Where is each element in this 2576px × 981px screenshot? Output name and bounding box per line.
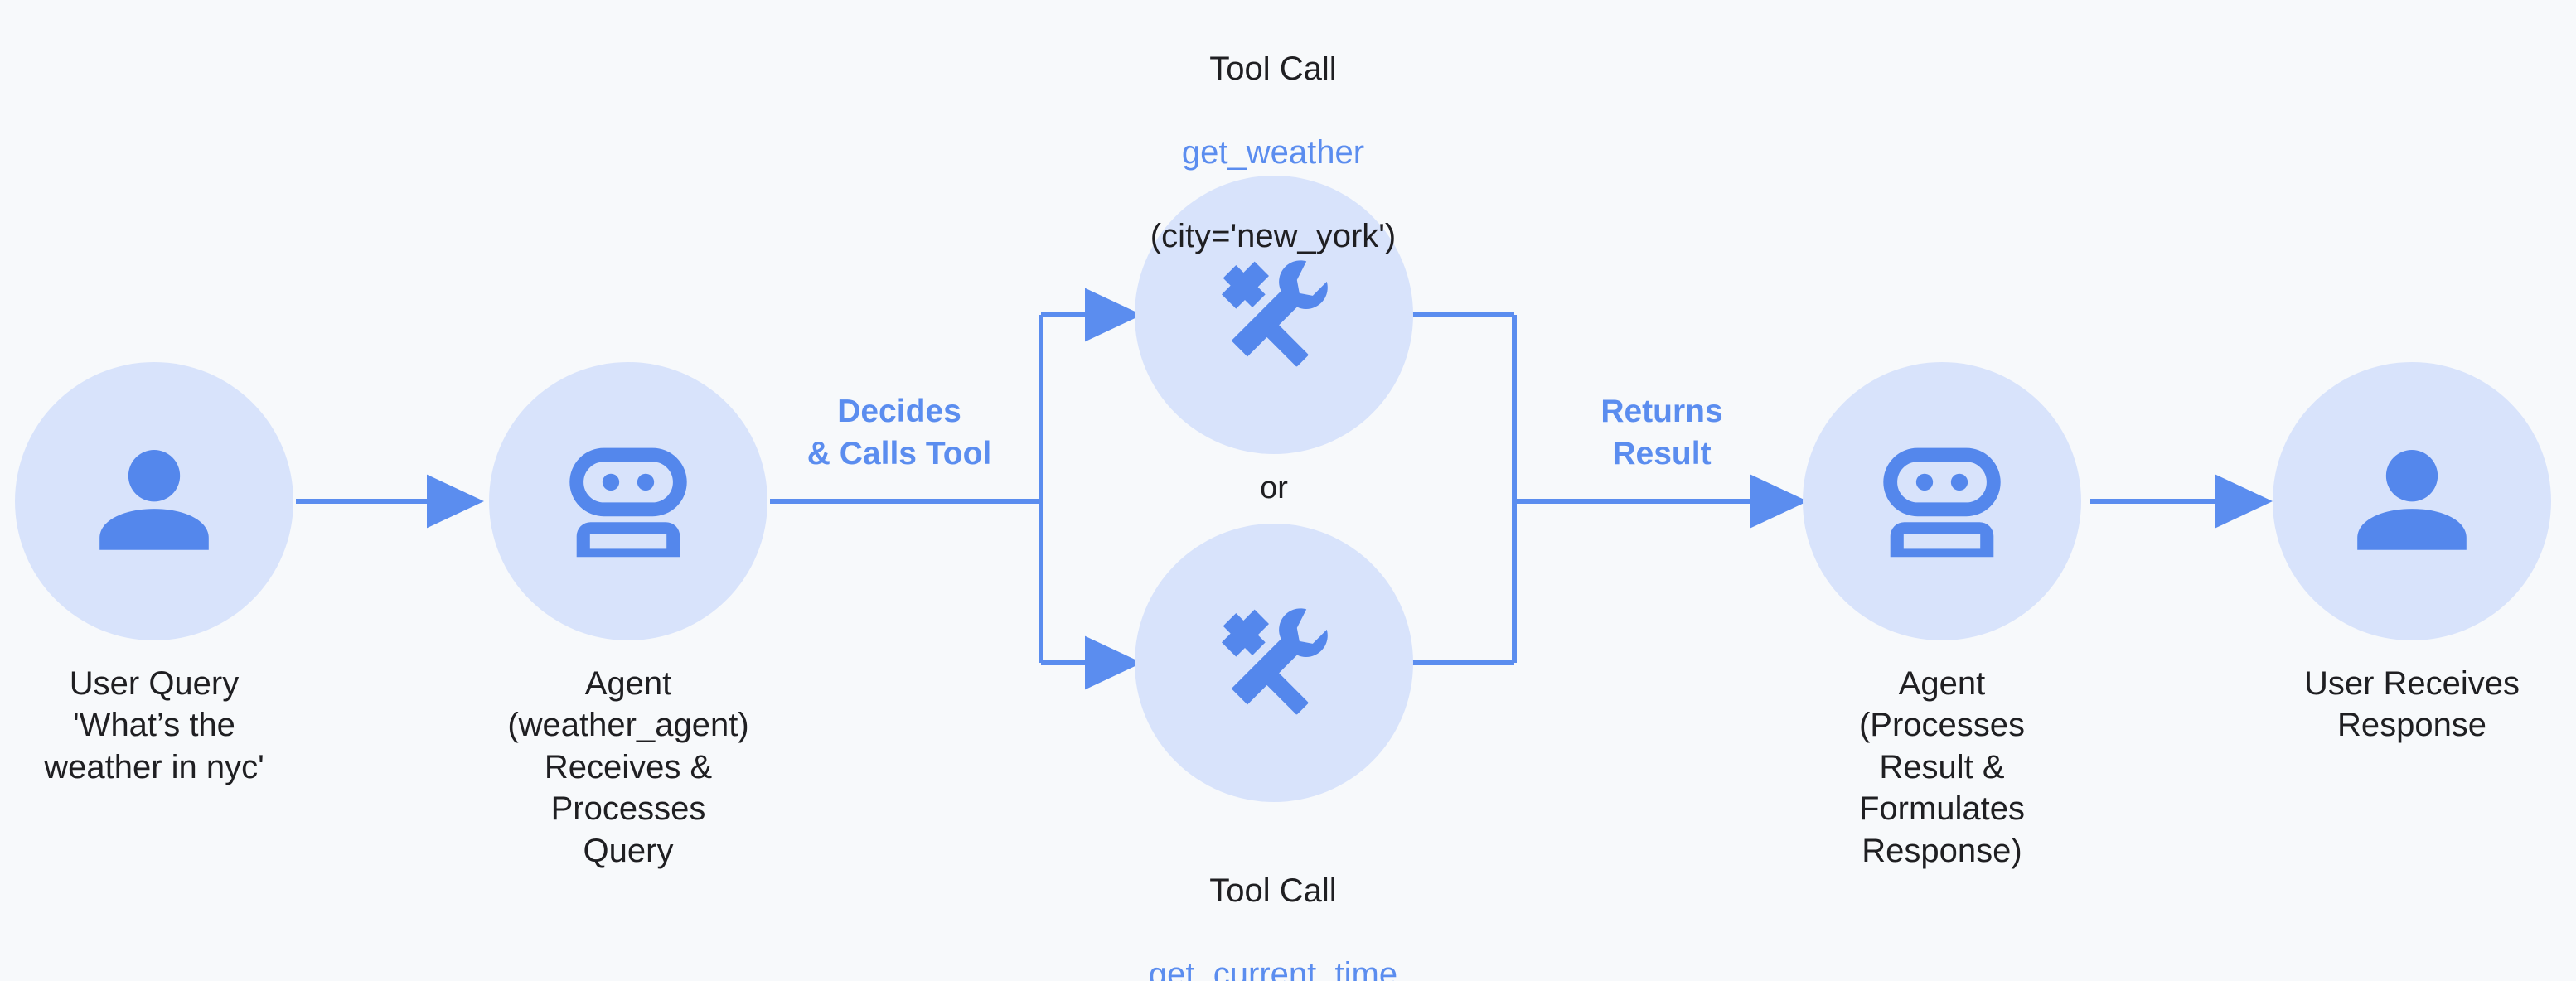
tool-call-label-top: Tool Call <box>1209 51 1337 88</box>
node-agent-receives[interactable] <box>489 362 767 640</box>
tools-icon <box>1208 597 1340 729</box>
edge-label-returns: Returns Result <box>1600 394 1723 471</box>
tools-icon <box>1208 249 1340 381</box>
caption-tool-call-time: Tool Call get_current_time <box>1119 829 1427 981</box>
node-tool-call-weather[interactable] <box>1135 176 1413 454</box>
node-user-query[interactable] <box>15 362 293 640</box>
person-icon <box>2342 432 2482 571</box>
caption-agent-processes: Agent (Processes Result & Formulates Res… <box>1858 665 2026 869</box>
node-user-receives[interactable] <box>2273 362 2551 640</box>
caption-agent-receives: Agent (weather_agent) Receives & Process… <box>507 665 749 869</box>
robot-icon <box>559 432 698 571</box>
caption-user-query: User Query 'What’s the weather in nyc' <box>44 665 264 785</box>
node-tool-call-time[interactable] <box>1135 524 1413 802</box>
branch-or-label: or <box>1260 471 1288 505</box>
caption-user-receives: User Receives Response <box>2303 665 2520 744</box>
edge-label-decides: Decides & Calls Tool <box>806 394 992 471</box>
caption-tool-call-weather: Tool Call get_weather (city='new_york') <box>1119 7 1427 257</box>
tool-function-name-time: get_current_time <box>1148 956 1398 981</box>
tool-function-name-weather: get_weather <box>1181 134 1365 172</box>
robot-icon <box>1872 432 2012 571</box>
node-agent-processes[interactable] <box>1803 362 2081 640</box>
tool-args-weather: (city='new_york') <box>1150 217 1397 254</box>
person-icon <box>85 432 224 571</box>
tool-call-label-bottom: Tool Call <box>1209 872 1337 910</box>
